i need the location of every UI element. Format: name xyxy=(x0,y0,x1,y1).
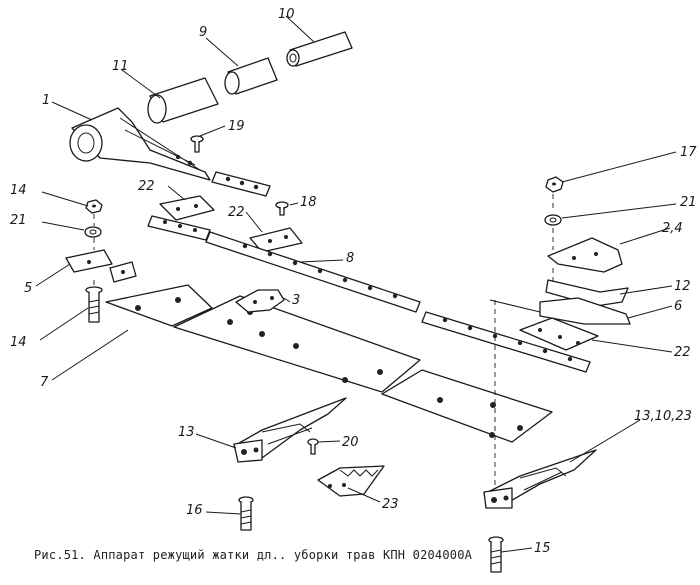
label-23: 23 xyxy=(382,497,399,512)
part-14-bolt-left xyxy=(85,286,103,323)
label-13-10-23: 13,10,23 xyxy=(634,409,692,424)
label-22-c: 22 xyxy=(674,345,691,360)
label-14-a: 14 xyxy=(10,183,27,198)
label-20: 20 xyxy=(342,435,359,450)
part-21-washer-right xyxy=(544,214,562,226)
label-22-a: 22 xyxy=(138,179,155,194)
label-5: 5 xyxy=(24,281,32,296)
part-9-bushing xyxy=(224,57,278,95)
leader-lines xyxy=(35,15,677,553)
part-10-pin xyxy=(286,31,353,67)
part-13-guard-right xyxy=(483,449,597,509)
part-6-guide xyxy=(489,297,631,325)
part-12-plate xyxy=(545,279,629,307)
part-19-rivet xyxy=(190,135,204,153)
label-13: 13 xyxy=(178,425,195,440)
label-8: 8 xyxy=(346,251,354,266)
part-18-bolt xyxy=(275,201,289,216)
label-2-4: 2,4 xyxy=(662,221,683,236)
label-1: 1 xyxy=(42,93,50,108)
label-21-a: 21 xyxy=(10,213,27,228)
part-labels: 1 11 9 10 19 22 22 18 8 14 21 5 3 14 7 1… xyxy=(10,7,697,556)
label-12: 12 xyxy=(674,279,691,294)
label-17: 17 xyxy=(680,145,697,160)
part-13-guard-left xyxy=(233,397,347,463)
upper-bar-segment xyxy=(211,171,271,197)
part-15-bolt xyxy=(488,536,504,573)
label-9: 9 xyxy=(199,25,207,40)
part-16-bolt xyxy=(238,496,254,531)
label-3: 3 xyxy=(292,293,300,308)
part-17-nut xyxy=(545,176,564,193)
part-22-plate-right xyxy=(519,317,599,351)
label-22-b: 22 xyxy=(228,205,245,220)
figure-caption: Рис.51. Аппарат режущий жатки дл.. уборк… xyxy=(34,548,473,562)
part-23-knife-section xyxy=(317,465,385,497)
label-16: 16 xyxy=(186,503,203,518)
part-22-plate-a xyxy=(159,195,215,221)
label-11: 11 xyxy=(112,59,129,74)
label-19: 19 xyxy=(228,119,245,134)
part-3-clamp xyxy=(235,289,285,313)
label-10: 10 xyxy=(278,7,295,22)
part-7-plate-right xyxy=(381,369,553,443)
label-15: 15 xyxy=(534,541,551,556)
part-14-nut-top xyxy=(85,199,103,214)
part-5-bracket xyxy=(65,249,137,283)
label-14-b: 14 xyxy=(10,335,27,350)
right-knife-bar xyxy=(421,311,591,373)
label-7: 7 xyxy=(40,375,49,390)
label-18: 18 xyxy=(300,195,317,210)
part-7-plate-left xyxy=(105,284,213,327)
part-21-washer-left xyxy=(84,226,102,238)
part-8-knife-bar xyxy=(147,215,421,313)
part-11-sleeve xyxy=(147,77,219,124)
part-24-bracket xyxy=(547,237,623,273)
part-20-rivet xyxy=(307,438,319,455)
part-1-knife-head xyxy=(69,107,211,181)
part-7-plate-middle xyxy=(173,295,421,393)
label-21-b: 21 xyxy=(680,195,697,210)
label-6: 6 xyxy=(674,299,682,314)
